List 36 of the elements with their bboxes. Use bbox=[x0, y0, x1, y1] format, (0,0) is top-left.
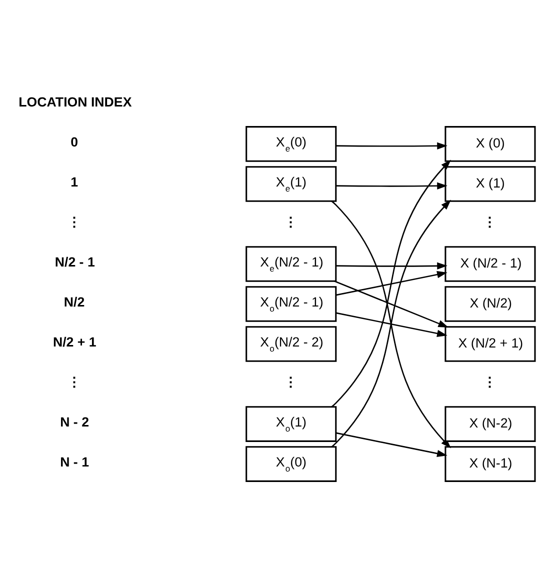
label: ⋮ bbox=[67, 214, 80, 230]
label: ⋮ bbox=[67, 374, 80, 390]
node-box: X$_{o}$(N/2 - 2) bbox=[246, 326, 337, 362]
label: N - 1 bbox=[60, 454, 90, 470]
label: 0 bbox=[70, 134, 78, 150]
node-box: X$_{o}$(1) bbox=[246, 406, 337, 442]
label: N/2 + 1 bbox=[52, 334, 96, 350]
label: ⋮ bbox=[284, 374, 297, 390]
label: N/2 - 1 bbox=[54, 254, 95, 270]
node-box: X (N-1) bbox=[444, 446, 536, 482]
arrow bbox=[331, 160, 452, 408]
label: N - 2 bbox=[60, 414, 90, 430]
label: ⋮ bbox=[284, 214, 297, 230]
arrow bbox=[336, 142, 448, 150]
label: 1 bbox=[70, 174, 78, 190]
arrow bbox=[336, 432, 448, 458]
node-box: X$_{o}$(0) bbox=[246, 446, 337, 482]
arrow bbox=[336, 312, 448, 337]
label: ⋮ bbox=[483, 214, 496, 230]
arrow bbox=[336, 182, 448, 190]
node-box: X$_{e}$(N/2 - 1) bbox=[246, 246, 337, 282]
arrow bbox=[336, 271, 448, 296]
label: LOCATION INDEX bbox=[18, 94, 132, 110]
node-box: X (N/2) bbox=[444, 286, 536, 322]
node-box: X (1) bbox=[444, 166, 536, 202]
node-box: X$_{o}$(N/2 - 1) bbox=[246, 286, 337, 322]
node-box: X (N-2) bbox=[444, 406, 536, 442]
node-box: X$_{e}$(1) bbox=[246, 166, 337, 202]
node-box: X (0) bbox=[444, 126, 536, 162]
node-box: X (N/2 - 1) bbox=[444, 246, 536, 282]
arrow bbox=[334, 280, 449, 328]
label: ⋮ bbox=[483, 374, 496, 390]
node-box: X$_{e}$(0) bbox=[246, 126, 337, 162]
label: N/2 bbox=[64, 294, 85, 310]
arrow bbox=[336, 262, 448, 270]
node-box: X (N/2 + 1) bbox=[444, 326, 536, 362]
